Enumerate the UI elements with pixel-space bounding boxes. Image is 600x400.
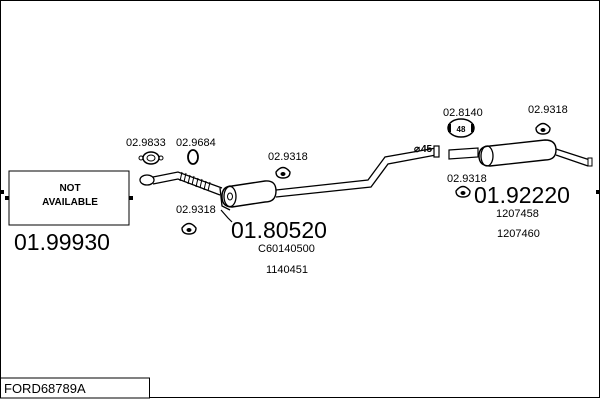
reference-label: FORD68789A (4, 381, 86, 396)
rear-clamp-part-label: 02.8140 (443, 107, 483, 119)
rear-silencer-icon (448, 139, 593, 167)
pipe-diameter-symbol: ⌀ (414, 144, 420, 155)
middle-ref-1: C60140500 (258, 243, 315, 255)
not-available-box-right-marker (129, 196, 133, 200)
rear-ref-2: 1207460 (497, 228, 540, 240)
middle-ref-2: 1140451 (266, 264, 308, 276)
front-clamp-part-label: 02.9318 (176, 204, 216, 216)
front-part-number: 01.99930 (14, 229, 110, 255)
rear-ref-1: 1207458 (496, 208, 539, 220)
rear-hanger-top-part-label: 02.9318 (528, 104, 568, 116)
not-available-box (8, 170, 130, 226)
sealing-ring-icon (187, 149, 199, 165)
middle-hanger-icon (275, 166, 291, 179)
rear-part-number: 01.92220 (474, 182, 570, 208)
connecting-pipe-icon (275, 147, 437, 198)
middle-hanger-part-label: 02.9318 (268, 151, 308, 163)
front-clamp-icon (181, 222, 197, 235)
gasket-part-label: 02.9833 (126, 137, 166, 149)
not-available-box-left-marker (5, 196, 9, 200)
sealing-ring-part-label: 02.9684 (176, 137, 216, 149)
rear-hanger-bottom-part-label: 02.9318 (447, 173, 487, 185)
front-pipe-icon (139, 171, 231, 211)
middle-part-number: 01.80520 (231, 217, 327, 243)
frame-marker-right (596, 190, 600, 194)
rear-hanger-bottom-icon (455, 185, 471, 198)
reference-box (0, 377, 150, 399)
rear-clamp-icon (447, 118, 475, 138)
not-available-line-1: NOT (59, 183, 80, 194)
pipe-end-icon (433, 145, 440, 158)
gasket-icon (138, 151, 164, 165)
rear-clamp-size: 48 (457, 125, 466, 134)
pipe-diameter-label: 45 (421, 144, 433, 155)
middle-silencer-icon (220, 180, 277, 223)
not-available-line-2: AVAILABLE (42, 197, 98, 208)
rear-hanger-top-icon (535, 122, 551, 135)
frame-marker-left (0, 190, 4, 194)
